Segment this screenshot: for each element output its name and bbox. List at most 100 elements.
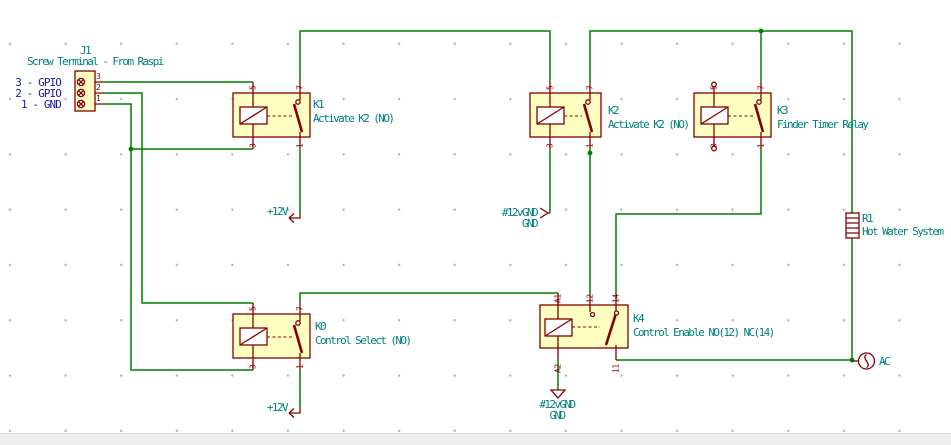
- contact-arm-icon: [604, 314, 617, 346]
- pin-number: 1: [757, 143, 766, 148]
- pin-number: 14: [612, 294, 621, 303]
- resistor-body: [845, 212, 860, 239]
- resistor-r1[interactable]: R1 Hot Water System: [845, 212, 946, 239]
- horizontal-scrollbar[interactable]: [0, 433, 951, 445]
- global-label-arrow-icon: [539, 207, 550, 219]
- net-label-gnd[interactable]: 1 - GND: [21, 98, 62, 111]
- pin-number: 2: [96, 83, 101, 92]
- coil-diagonal: [239, 106, 268, 125]
- ac-source[interactable]: AC: [852, 352, 892, 370]
- relay-k4[interactable]: A1 12 14 A2 11 K4 Control Enable NO(12) …: [539, 293, 775, 373]
- junction-dot: [128, 146, 134, 152]
- sine-wave-icon: [864, 353, 869, 369]
- pin-stub: [252, 303, 301, 370]
- pin-number: 12: [586, 294, 595, 303]
- wire[interactable]: [299, 30, 551, 82]
- pin-stub: [252, 82, 301, 149]
- relay-ref[interactable]: K1: [313, 98, 326, 111]
- pin-stub: [557, 293, 617, 360]
- power-label-gnd-k2[interactable]: #12vGND GND: [502, 206, 550, 230]
- contact-point-icon: [295, 99, 301, 105]
- pin-number: 3: [546, 143, 555, 148]
- contact-point-icon: [295, 320, 301, 326]
- screw-x-icon: [78, 101, 84, 107]
- pin-number: 3: [249, 364, 258, 369]
- junction-dots: [128, 28, 855, 363]
- power-label-plus12v-k1[interactable]: +12V: [267, 205, 301, 223]
- wire[interactable]: [589, 30, 853, 213]
- relay-k2[interactable]: 5 7 3 1 K2 Activate K2 (NO): [529, 82, 690, 149]
- pin-number: 1: [296, 143, 305, 148]
- power-label-text[interactable]: #12vGND: [502, 206, 540, 219]
- wire[interactable]: [103, 92, 253, 304]
- pin-number: 3: [710, 143, 719, 148]
- screw-x-icon: [78, 90, 84, 96]
- power-symbol-gnd-k4[interactable]: #12vGND GND: [539, 389, 577, 422]
- wires: [103, 30, 853, 408]
- coil-diagonal: [239, 327, 268, 346]
- power-label-text[interactable]: #12vGND: [539, 398, 577, 411]
- relay-ref[interactable]: K4: [633, 312, 647, 325]
- connector-j1[interactable]: J1 Screw Terminal - From Raspi 3 2 1: [27, 44, 165, 112]
- pin-number: 1: [586, 143, 595, 148]
- contact-arm-icon: [582, 103, 594, 133]
- contact-arm-icon: [292, 103, 304, 133]
- global-label-arrow-icon: [288, 408, 301, 418]
- net-label-gpio3[interactable]: 3 - GPIO: [15, 76, 62, 89]
- net-labels: 3 - GPIO 2 - GPIO 1 - GND: [15, 76, 62, 111]
- coil-diagonal: [700, 106, 729, 125]
- pin-number: 1: [296, 364, 305, 369]
- pin-number: 3: [96, 72, 101, 81]
- power-label-text[interactable]: +12V: [267, 205, 291, 218]
- resistor-value[interactable]: Hot Water System: [862, 225, 946, 238]
- pin-number: 7: [296, 85, 305, 90]
- pin-number: 7: [586, 85, 595, 90]
- junction-dot: [587, 150, 593, 156]
- resistor-windings-icon: [846, 217, 859, 234]
- screw-x-icon: [78, 79, 84, 85]
- pin-number: 3: [249, 143, 258, 148]
- net-label-gpio2[interactable]: 2 - GPIO: [15, 87, 62, 100]
- relay-value[interactable]: Activate K2 (NO): [608, 118, 690, 131]
- pin-stub: [549, 82, 591, 149]
- pin-number: 7: [757, 85, 766, 90]
- power-label-text[interactable]: +12V: [267, 401, 291, 414]
- relay-ref[interactable]: K3: [777, 104, 790, 117]
- relay-ref[interactable]: K2: [608, 104, 621, 117]
- wire[interactable]: [615, 149, 762, 295]
- power-label-text[interactable]: GND: [522, 217, 540, 230]
- contact-point-icon: [613, 310, 620, 316]
- relay-value[interactable]: Control Select (NO): [315, 334, 412, 347]
- pin-number: 5: [546, 85, 555, 90]
- relay-k0[interactable]: 5 7 3 1 K0 Control Select (NO): [232, 303, 412, 370]
- no-connect-icon: [711, 145, 717, 152]
- wire[interactable]: [103, 103, 253, 371]
- contact-arm-icon: [292, 324, 304, 354]
- contact-point-icon: [756, 99, 762, 105]
- relay-value[interactable]: Activate K2 (NO): [313, 112, 395, 125]
- relay-k1[interactable]: 5 7 3 1 K1 Activate K2 (NO): [232, 82, 395, 149]
- relay-value[interactable]: Finder Timer Relay: [777, 118, 871, 131]
- relay-ref[interactable]: K0: [315, 320, 328, 333]
- power-label-plus12v-k0[interactable]: +12V: [267, 401, 301, 418]
- resistor-ref[interactable]: R1: [862, 212, 875, 225]
- wire[interactable]: [299, 292, 558, 303]
- global-label-arrow-icon: [288, 213, 301, 223]
- pin-number: 7: [296, 306, 305, 311]
- pin-number: 11: [612, 364, 621, 373]
- relay-value[interactable]: Control Enable NO(12) NC(14): [633, 326, 775, 339]
- ac-label[interactable]: AC: [879, 355, 892, 368]
- power-label-text[interactable]: GND: [549, 409, 567, 422]
- pin-number: A2: [554, 364, 563, 373]
- contact-arm-icon: [753, 103, 765, 133]
- junction-dot: [849, 357, 855, 363]
- relay-k3[interactable]: 5 7 3 1 K3 Finder Timer Relay: [693, 81, 871, 152]
- connector-value[interactable]: Screw Terminal - From Raspi: [27, 55, 165, 68]
- contact-point-icon: [585, 99, 591, 105]
- no-connect-icon: [711, 81, 717, 88]
- pin-number: 5: [249, 306, 258, 311]
- pin-stub: [95, 81, 103, 105]
- connector-ref[interactable]: J1: [80, 44, 93, 57]
- pin-stub: [713, 82, 762, 149]
